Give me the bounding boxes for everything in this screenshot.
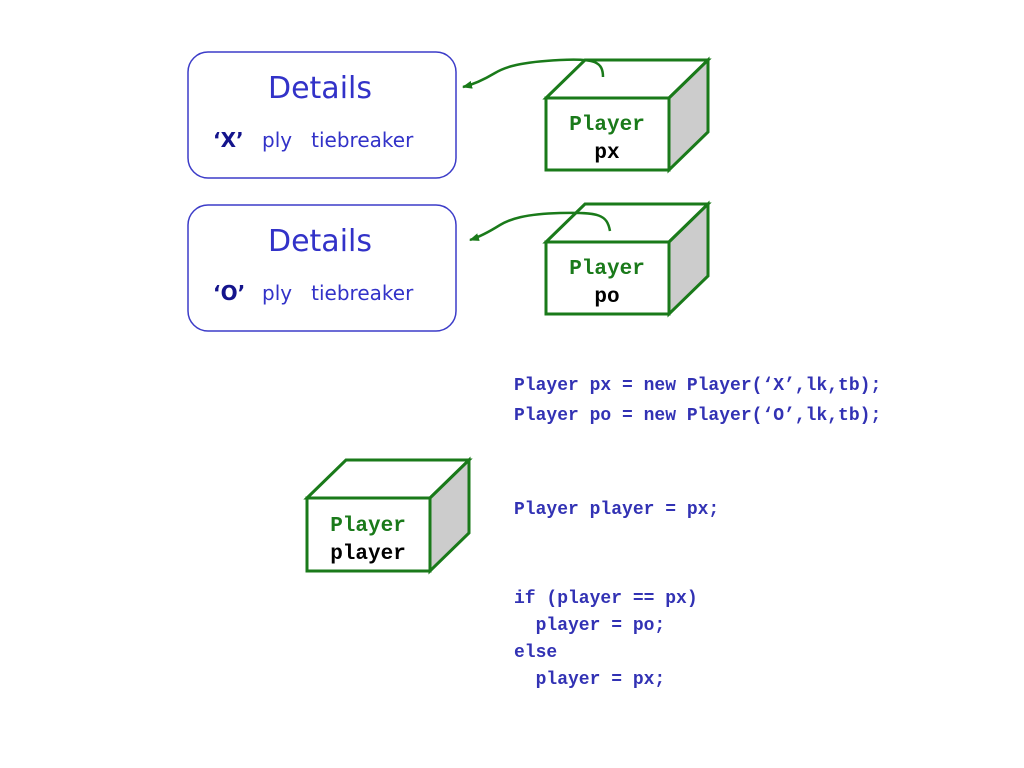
code-line-assign-px: player = px; bbox=[514, 670, 666, 690]
code-line-assign-player: Player player = px; bbox=[514, 500, 720, 520]
code-line-new-px: Player px = new Player(‘X’,lk,tb); bbox=[514, 376, 882, 396]
code-line-assign-po: player = po; bbox=[514, 616, 666, 636]
details-object-o: Details ‘O’ ply tiebreaker bbox=[187, 204, 457, 332]
reference-arrow-po bbox=[469, 211, 612, 242]
details-x-char: ‘X’ bbox=[213, 128, 244, 152]
details-x-box bbox=[187, 51, 457, 179]
details-o-char: ‘O’ bbox=[213, 281, 245, 305]
variable-box-px: Player px bbox=[542, 56, 712, 174]
details-o-title: Details bbox=[268, 224, 372, 259]
reference-arrow-px bbox=[462, 58, 605, 89]
variable-box-po: Player po bbox=[542, 200, 712, 318]
details-x-title: Details bbox=[268, 71, 372, 106]
box-px-front bbox=[544, 96, 671, 172]
box-player-front bbox=[305, 496, 432, 573]
details-o-box bbox=[187, 204, 457, 332]
box-po-type: Player bbox=[569, 258, 645, 281]
code-line-new-po: Player po = new Player(‘O’,lk,tb); bbox=[514, 406, 882, 426]
variable-box-player: Player player bbox=[303, 456, 473, 575]
box-po-front bbox=[544, 240, 671, 316]
details-x-fields: ply tiebreaker bbox=[262, 128, 414, 152]
details-o-fields: ply tiebreaker bbox=[262, 281, 414, 305]
box-px-type: Player bbox=[569, 114, 645, 137]
box-po-name: po bbox=[594, 286, 619, 309]
code-line-else: else bbox=[514, 643, 558, 663]
code-line-if: if (player == px) bbox=[514, 589, 698, 609]
box-px-name: px bbox=[594, 142, 620, 165]
box-player-name: player bbox=[330, 543, 406, 566]
box-player-type: Player bbox=[330, 515, 406, 538]
details-object-x: Details ‘X’ ply tiebreaker bbox=[187, 51, 457, 179]
